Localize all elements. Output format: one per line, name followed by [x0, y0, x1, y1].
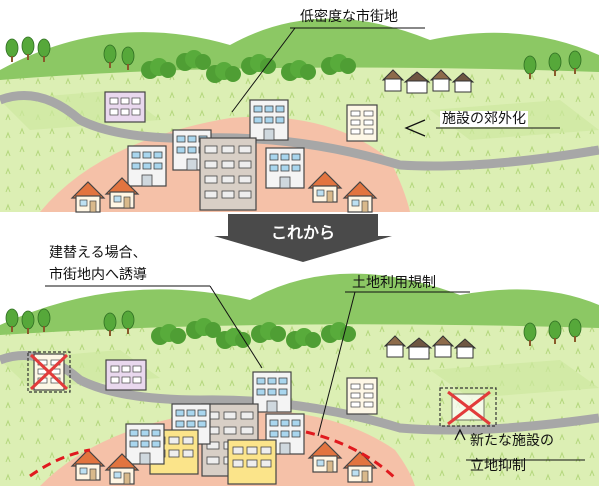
label-new-facility-line1: 新たな施設の: [470, 433, 554, 449]
bottom-scene: [0, 273, 599, 486]
road: [0, 351, 599, 435]
top-scene: [0, 0, 599, 213]
removed-facility-frame: [27, 351, 71, 393]
label-rebuild-line2: 市街地内へ誘導: [49, 267, 147, 283]
regulation-boundary: [305, 430, 397, 480]
callout-line-rebuild: [209, 285, 263, 369]
suburbanization-arrow: [404, 119, 426, 137]
label-new-facility-line2: 立地抑制: [470, 458, 526, 474]
label-low-density-urban: 低密度な市街地: [300, 9, 398, 25]
cross-icon: [447, 390, 491, 426]
cross-icon: [29, 353, 69, 391]
callout-line-land-use: [317, 291, 356, 437]
transition-arrow-icon: [214, 214, 392, 262]
transition-label: これから: [270, 223, 335, 242]
suppressed-facility-frame: [439, 387, 497, 427]
label-land-use-regulation: 土地利用規制: [352, 275, 436, 291]
label-rebuild-line1: 建替える場合、: [49, 245, 147, 261]
label-suburbanization: 施設の郊外化: [440, 111, 528, 127]
callout-line-low-density: [231, 27, 296, 113]
regulation-boundary: [29, 448, 91, 478]
